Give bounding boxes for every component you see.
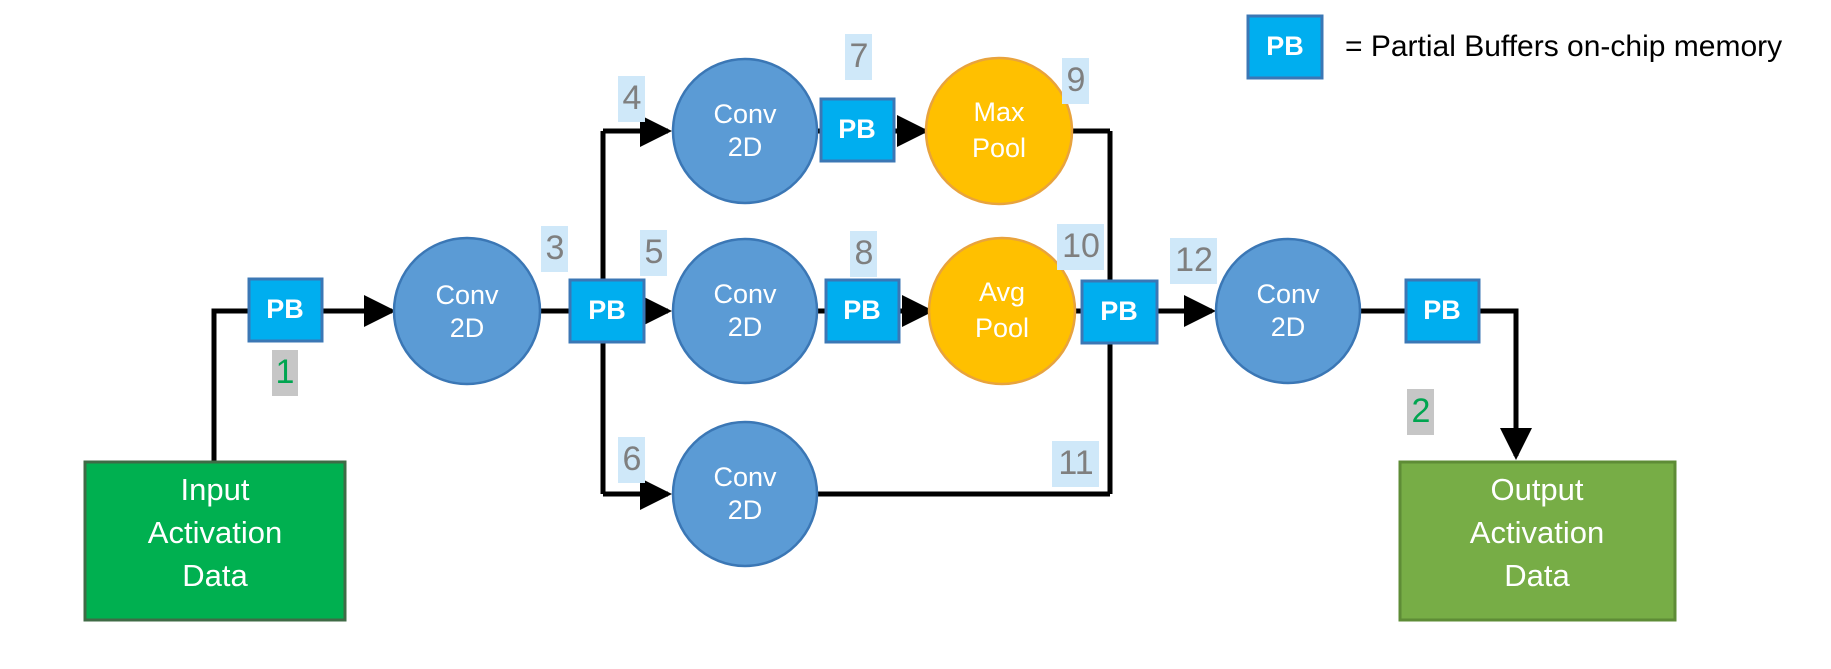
- avg-pool-circle[interactable]: [927, 236, 1077, 386]
- pb-split-buffer-box[interactable]: [568, 278, 646, 344]
- pb-mid-buffer[interactable]: PB: [824, 278, 901, 344]
- input-activation-node[interactable]: Input Activation Data: [83, 460, 347, 622]
- conv2d-top-line1: Conv: [713, 99, 777, 129]
- conv2d-mid-node[interactable]: Conv 2D: [671, 237, 819, 385]
- edge-number-11-text: 11: [1058, 444, 1093, 482]
- avg-pool-line1: Avg: [979, 277, 1025, 307]
- conv2d-top-circle[interactable]: [671, 57, 819, 205]
- legend-pb-badge-label: PB: [1266, 31, 1304, 61]
- conv2d-first-circle[interactable]: [392, 236, 542, 386]
- conv2d-bottom-circle[interactable]: [671, 420, 819, 568]
- pb-top-buffer[interactable]: PB: [819, 97, 896, 163]
- edge-number-10: 10: [1057, 224, 1104, 270]
- edge-number-8-text: 8: [855, 234, 874, 272]
- conv2d-last-node[interactable]: Conv 2D: [1214, 237, 1362, 385]
- edge-number-9-highlight: [1062, 58, 1089, 104]
- input-activation-line2: Activation: [148, 515, 282, 550]
- conv2d-last-line2: 2D: [1271, 312, 1306, 342]
- input-activation-box[interactable]: [83, 460, 347, 622]
- edge-number-3: 3: [541, 226, 568, 272]
- edge-number-9: 9: [1062, 58, 1089, 104]
- edge-number-8-highlight: [850, 231, 877, 277]
- legend-pb-badge: [1246, 14, 1324, 80]
- edge-number-5-highlight: [640, 230, 667, 276]
- output-activation-line2: Activation: [1470, 515, 1604, 550]
- max-pool-line1: Max: [973, 97, 1025, 127]
- edge-number-3-text: 3: [546, 229, 565, 267]
- edge-number-5: 5: [640, 230, 667, 276]
- output-activation-line1: Output: [1490, 472, 1583, 507]
- edge-number-7-highlight: [845, 34, 872, 80]
- max-pool-circle[interactable]: [924, 56, 1074, 206]
- conv2d-mid-circle[interactable]: [671, 237, 819, 385]
- legend-description: = Partial Buffers on-chip memory: [1345, 30, 1782, 63]
- edge-number-6: 6: [618, 437, 645, 483]
- pb-split-buffer[interactable]: PB: [568, 278, 646, 344]
- conv2d-mid-line1: Conv: [713, 279, 777, 309]
- max-pool-node[interactable]: Max Pool: [924, 56, 1074, 206]
- edge-number-1: 1: [272, 350, 298, 396]
- conv2d-bottom-node[interactable]: Conv 2D: [671, 420, 819, 568]
- edge-number-11: 11: [1052, 441, 1099, 487]
- pb-split-buffer-label: PB: [588, 295, 626, 325]
- conv2d-top-line2: 2D: [728, 132, 763, 162]
- edge-number-2-text: 2: [1412, 392, 1431, 430]
- conv2d-bottom-line2: 2D: [728, 495, 763, 525]
- edge-number-4-text: 4: [623, 79, 642, 117]
- pb-merge-buffer-label: PB: [1100, 296, 1138, 326]
- edge-number-11-highlight: [1052, 441, 1099, 487]
- edge-number-10-highlight: [1057, 224, 1104, 270]
- conv2d-last-line1: Conv: [1256, 279, 1320, 309]
- pb-output-buffer-box[interactable]: [1404, 278, 1481, 344]
- conv2d-bottom-line1: Conv: [713, 462, 777, 492]
- pb-output-buffer-label: PB: [1423, 295, 1461, 325]
- output-activation-line3: Data: [1504, 558, 1570, 593]
- edge-number-3-highlight: [541, 226, 568, 272]
- edge-number-12-highlight: [1170, 238, 1217, 284]
- avg-pool-node[interactable]: Avg Pool: [927, 236, 1077, 386]
- output-activation-box[interactable]: [1398, 460, 1677, 622]
- edge-number-12: 12: [1170, 238, 1217, 284]
- conv2d-first-node[interactable]: Conv 2D: [392, 236, 542, 386]
- edge-number-1-highlight: [272, 350, 298, 396]
- pb-input-buffer[interactable]: PB: [247, 277, 324, 343]
- pb-merge-buffer[interactable]: PB: [1080, 279, 1159, 345]
- pb-mid-buffer-label: PB: [843, 295, 881, 325]
- pb-output-buffer[interactable]: PB: [1404, 278, 1481, 344]
- pb-input-buffer-box[interactable]: [247, 277, 324, 343]
- edge-number-7: 7: [845, 34, 872, 80]
- avg-pool-line2: Pool: [975, 313, 1029, 343]
- legend: PB = Partial Buffers on-chip memory: [1246, 14, 1782, 80]
- conv2d-last-circle[interactable]: [1214, 237, 1362, 385]
- conv2d-first-line2: 2D: [450, 313, 485, 343]
- input-activation-line3: Data: [182, 558, 248, 593]
- pb-mid-buffer-box[interactable]: [824, 278, 901, 344]
- output-activation-node[interactable]: Output Activation Data: [1398, 460, 1677, 622]
- edge-number-8: 8: [850, 231, 877, 277]
- edge-number-2: 2: [1407, 389, 1434, 435]
- edge-number-6-highlight: [618, 437, 645, 483]
- pb-input-buffer-label: PB: [266, 294, 304, 324]
- edge-number-6-text: 6: [623, 440, 642, 478]
- edge-number-4-highlight: [618, 76, 645, 122]
- edge-number-7-text: 7: [850, 37, 869, 75]
- max-pool-line2: Pool: [972, 133, 1026, 163]
- edge-number-5-text: 5: [645, 233, 664, 271]
- pb-top-buffer-box[interactable]: [819, 97, 896, 163]
- conv2d-first-line1: Conv: [435, 280, 499, 310]
- edge-number-9-text: 9: [1067, 61, 1086, 99]
- conv2d-top-node[interactable]: Conv 2D: [671, 57, 819, 205]
- edge-number-1-text: 1: [276, 353, 295, 391]
- wire-input-to-pb1: [211, 308, 249, 462]
- edge-number-2-highlight: [1407, 389, 1434, 435]
- edge-number-4: 4: [618, 76, 645, 122]
- pb-merge-buffer-box[interactable]: [1080, 279, 1159, 345]
- pb-top-buffer-label: PB: [838, 114, 876, 144]
- edge-number-10-text: 10: [1062, 227, 1100, 265]
- conv2d-mid-line2: 2D: [728, 312, 763, 342]
- wire-pbout-to-output: [1478, 308, 1532, 461]
- edge-number-12-text: 12: [1175, 241, 1213, 279]
- input-activation-line1: Input: [181, 472, 250, 507]
